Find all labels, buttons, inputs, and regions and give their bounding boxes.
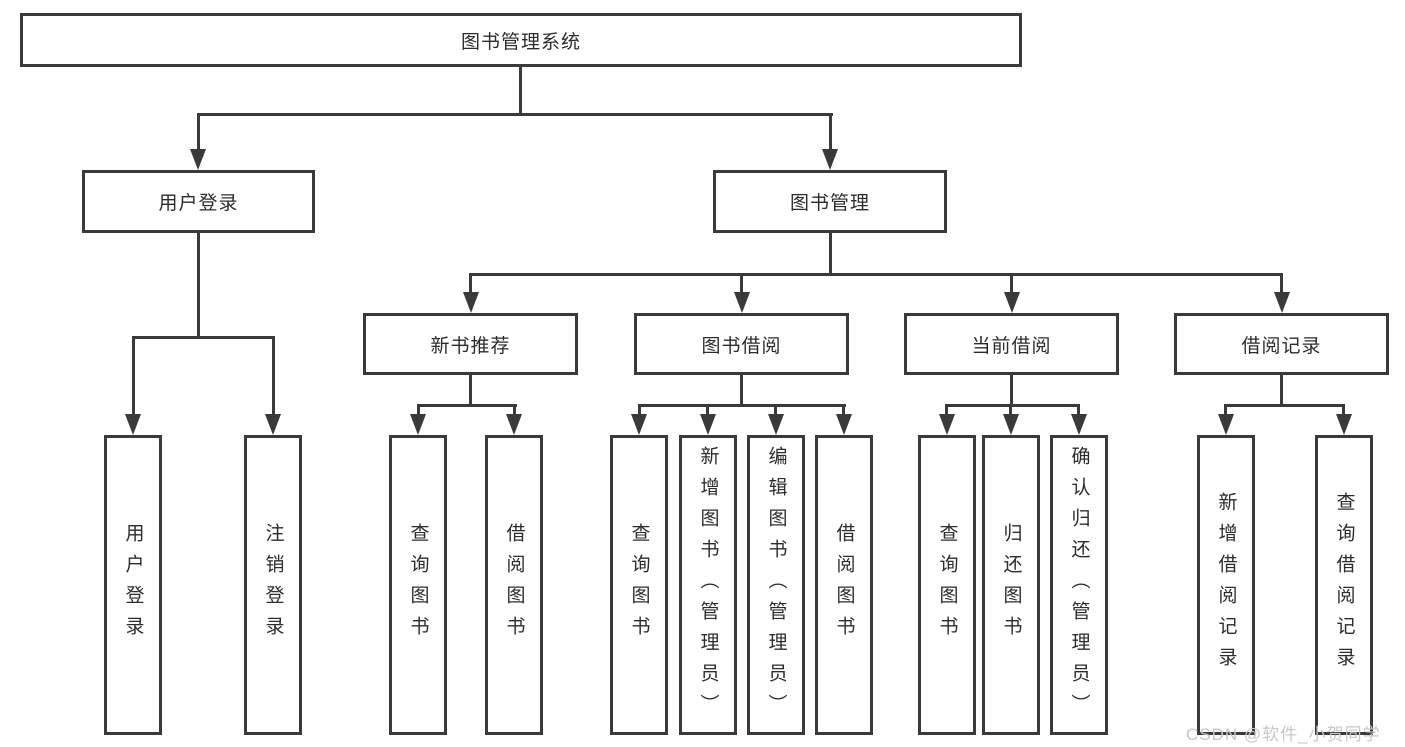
leaf-borrow-books: 借阅图书 (815, 435, 873, 735)
connector-line (1009, 404, 1012, 418)
connector-line (417, 404, 420, 418)
node-new-book-recommend: 新书推荐 (363, 313, 578, 375)
leaf-query-borrow-record: 查询借阅记录 (1315, 435, 1373, 735)
arrow-down-icon (506, 414, 522, 435)
leaf-confirm-return-admin: 确认归还（管理员） (1050, 435, 1108, 735)
arrow-down-icon (631, 414, 647, 435)
connector-line (774, 404, 777, 418)
arrow-down-icon (836, 414, 852, 435)
leaf-label: 新增借阅记录 (1215, 492, 1237, 678)
connector-line (469, 374, 472, 407)
arrow-down-icon (1274, 292, 1290, 313)
leaf-logout: 注销登录 (244, 435, 302, 735)
connector-line (829, 113, 832, 153)
connector-line (638, 404, 846, 407)
connector-line (197, 113, 833, 116)
arrow-down-icon (1004, 292, 1020, 313)
leaf-query-books-recommend: 查询图书 (389, 435, 447, 735)
connector-line (740, 273, 743, 298)
connector-line (197, 113, 200, 153)
connector-line (469, 273, 472, 298)
connector-line (945, 404, 1080, 407)
connector-line (1280, 273, 1283, 298)
connector-line (945, 404, 948, 418)
leaf-label: 编辑图书（管理员） (765, 445, 787, 725)
arrow-down-icon (939, 414, 955, 435)
leaf-return-books: 归还图书 (982, 435, 1040, 735)
leaf-add-books-admin: 新增图书（管理员） (679, 435, 737, 735)
arrow-down-icon (1218, 414, 1234, 435)
node-user-login: 用户登录 (82, 170, 315, 233)
leaf-label: 查询图书 (936, 523, 958, 647)
arrow-down-icon (410, 414, 426, 435)
leaf-label: 新增图书（管理员） (697, 445, 719, 725)
connector-line (1342, 404, 1345, 418)
connector-line (519, 67, 522, 116)
arrow-down-icon (463, 292, 479, 313)
leaf-borrow-books-recommend: 借阅图书 (485, 435, 543, 735)
leaf-add-borrow-record: 新增借阅记录 (1197, 435, 1255, 735)
node-book-borrowing: 图书借阅 (634, 313, 849, 375)
arrow-down-icon (125, 414, 141, 435)
connector-line (1224, 404, 1345, 407)
arrow-down-icon (768, 414, 784, 435)
leaf-query-books-borrow: 查询图书 (610, 435, 668, 735)
connector-line (1280, 374, 1283, 407)
connector-line (272, 336, 275, 418)
connector-line (469, 273, 1283, 276)
leaf-label: 用户登录 (122, 523, 144, 647)
leaf-label: 查询图书 (628, 523, 650, 647)
leaf-label: 归还图书 (1000, 523, 1022, 647)
connector-line (513, 404, 516, 418)
node-current-borrowing: 当前借阅 (904, 313, 1119, 375)
leaf-label: 查询图书 (407, 523, 429, 647)
connector-line (638, 404, 641, 418)
arrow-down-icon (1003, 414, 1019, 435)
arrow-down-icon (822, 149, 838, 170)
connector-line (842, 404, 845, 418)
connector-line (417, 404, 517, 407)
connector-line (1010, 273, 1013, 298)
arrow-down-icon (734, 292, 750, 313)
connector-line (740, 374, 743, 407)
leaf-label: 借阅图书 (833, 523, 855, 647)
connector-line (197, 233, 200, 339)
leaf-label: 借阅图书 (503, 523, 525, 647)
arrow-down-icon (700, 414, 716, 435)
watermark: CSDN @软件_小贺同学 (1186, 725, 1381, 744)
arrow-down-icon (1336, 414, 1352, 435)
connector-line (1224, 404, 1227, 418)
arrow-down-icon (1071, 414, 1087, 435)
connector-line (829, 233, 832, 276)
connector-line (132, 336, 135, 418)
leaf-label: 注销登录 (262, 523, 284, 647)
node-book-management-system: 图书管理系统 (20, 13, 1022, 67)
node-borrowing-records: 借阅记录 (1174, 313, 1389, 375)
connector-line (706, 404, 709, 418)
arrow-down-icon (265, 414, 281, 435)
leaf-user-login: 用户登录 (104, 435, 162, 735)
leaf-label: 确认归还（管理员） (1068, 445, 1090, 725)
leaf-query-books-current: 查询图书 (918, 435, 976, 735)
leaf-edit-books-admin: 编辑图书（管理员） (747, 435, 805, 735)
connector-line (1010, 374, 1013, 407)
node-book-management: 图书管理 (713, 170, 947, 233)
leaf-label: 查询借阅记录 (1333, 492, 1355, 678)
connector-line (1077, 404, 1080, 418)
arrow-down-icon (190, 149, 206, 170)
connector-line (132, 336, 275, 339)
